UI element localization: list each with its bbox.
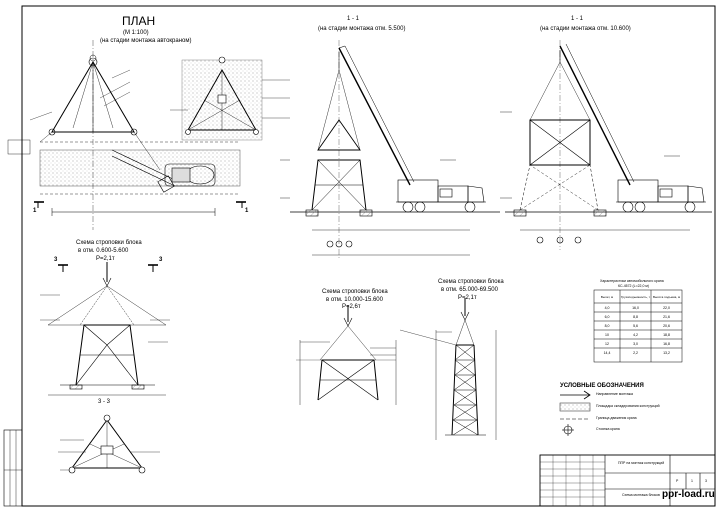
sling-scheme-3-load: Р=2,1т [458,295,477,301]
crane-table-cell: 20,6 [663,323,670,328]
legend-item-label: Площадка складирования конструкций [596,404,660,408]
crane-table-cell: 10 [605,332,609,337]
sling-scheme-1-title: Схема строповки блока [76,240,142,246]
plan-crane [111,149,216,193]
rect-icon [559,402,591,412]
legend-title: УСЛОВНЫЕ ОБОЗНАЧЕНИЯ [560,383,644,389]
sling-scheme-3 [399,298,497,440]
title-block-sheet-name: Схема монтажа блоков [622,493,660,497]
crane-table-row: 12 3,0 16,8 [594,339,682,348]
crane-table-cell: 8,8 [633,314,638,319]
cut-mark-3-left: 3 [54,257,58,263]
sling-scheme-3-elev: в отм. 65.000-69.500 [441,287,498,293]
crane-table-header-cell: Высота подъема, м [652,294,681,299]
crane-table-body: 4,0 16,0 22,0 6,0 8,8 21,6 8,0 5,6 20,6 10 4,2 18,8… [594,303,682,357]
crane-table-cell: 5,6 [633,323,638,328]
section-1-left [280,40,500,260]
plan-view [7,40,246,230]
section-1-left-title: 1 - 1 [347,16,360,22]
crane-table-cell: 16,8 [663,341,670,346]
crane-table-row: 6,0 8,8 21,6 [594,312,682,321]
sling-scheme-2-elev: в отм. 10.000-15.600 [326,297,383,303]
crane-table-row: 4,0 16,0 22,0 [594,303,682,312]
sheet-frame [3,5,716,507]
crane-table-grid [593,289,683,363]
crane-table-cell: 8,0 [604,323,610,328]
crane-table-cell: 18,8 [663,332,670,337]
sling-scheme-2-title: Схема строповки блока [322,289,388,295]
section-1-right-note: (на стадии монтажа отм. 10.600) [540,26,631,32]
sling-scheme-2-load: Р=2,6т [342,304,361,310]
section-1-right [500,40,712,250]
crane-table-subtitle: КС-4572 (L=22,0 м) [618,284,649,288]
sling-scheme-1-load: Р=2,1т [96,256,115,262]
title-block-sheet: 1 [691,479,693,483]
crane-table-cell: 12 [605,341,609,346]
title-block-stage: Р [676,479,679,483]
legend-symbols [559,390,591,436]
crane-table-cell: 14,4 [603,350,611,355]
crane-table-cell: 16,0 [632,305,639,310]
crane-table-header-cell: Вылет, м [600,294,614,299]
section-1-right-title: 1 - 1 [571,16,584,22]
crane-table-cell: 3,0 [633,341,638,346]
crane-table-cell: 21,6 [663,314,670,319]
title-block-sheets: 3 [705,479,707,483]
crane-table-cell: 13,2 [663,350,670,355]
watermark: ppr-load.ru [662,489,715,500]
section-3-3 [58,414,160,474]
crane-table-row: 8,0 5,6 20,6 [594,321,682,330]
crane-table: Вылет, м Грузоподъемность, т Высота подъ… [594,290,682,357]
legend-item-label: Направление монтажа [596,392,633,396]
crosshair-icon [562,424,574,436]
crane-table-cell: 4,0 [604,305,610,310]
legend-item-label: Граница движения крана [596,416,637,420]
cut-mark-3-right: 3 [159,257,163,263]
crane-table-cell: 22,0 [663,305,670,310]
plan-note: (на стадии монтажа автокраном) [100,38,192,44]
legend-item-label: Стоянка крана [596,427,620,431]
plan-node-detail [170,56,290,141]
section-3-3-title: 3 - 3 [98,399,111,405]
crane-table-cell: 6,0 [604,314,610,319]
crane-table-row: 14,4 2,2 13,2 [594,348,682,357]
cut-mark-1-left: 1 [33,208,37,214]
sling-scheme-3-title: Схема строповки блока [438,279,504,285]
plan-scale: (М 1:100) [123,30,149,36]
sling-scheme-1-elev: в отм. 0.600-5.600 [78,248,129,254]
crane-table-cell: 2,2 [633,350,638,355]
cut-mark-1-right: 1 [245,208,249,214]
crane-table-row: 10 4,2 18,8 [594,330,682,339]
title-block-project: ППР на монтаж конструкций [618,461,665,465]
sling-scheme-2 [296,305,397,405]
crane-table-header: Вылет, м Грузоподъемность, т Высота подъ… [594,290,682,303]
crane-table-header-cell: Грузоподъемность, т [621,294,650,299]
plan-title: ПЛАН [122,14,156,28]
crane-table-title: Характеристики автомобильного крана [600,279,664,283]
arrow-icon [560,390,591,400]
title-block [539,454,716,507]
section-1-left-note: (на стадии монтажа отм. 5.500) [318,26,406,32]
crane-table-cell: 4,2 [633,332,638,337]
sling-scheme-1 [40,262,170,396]
